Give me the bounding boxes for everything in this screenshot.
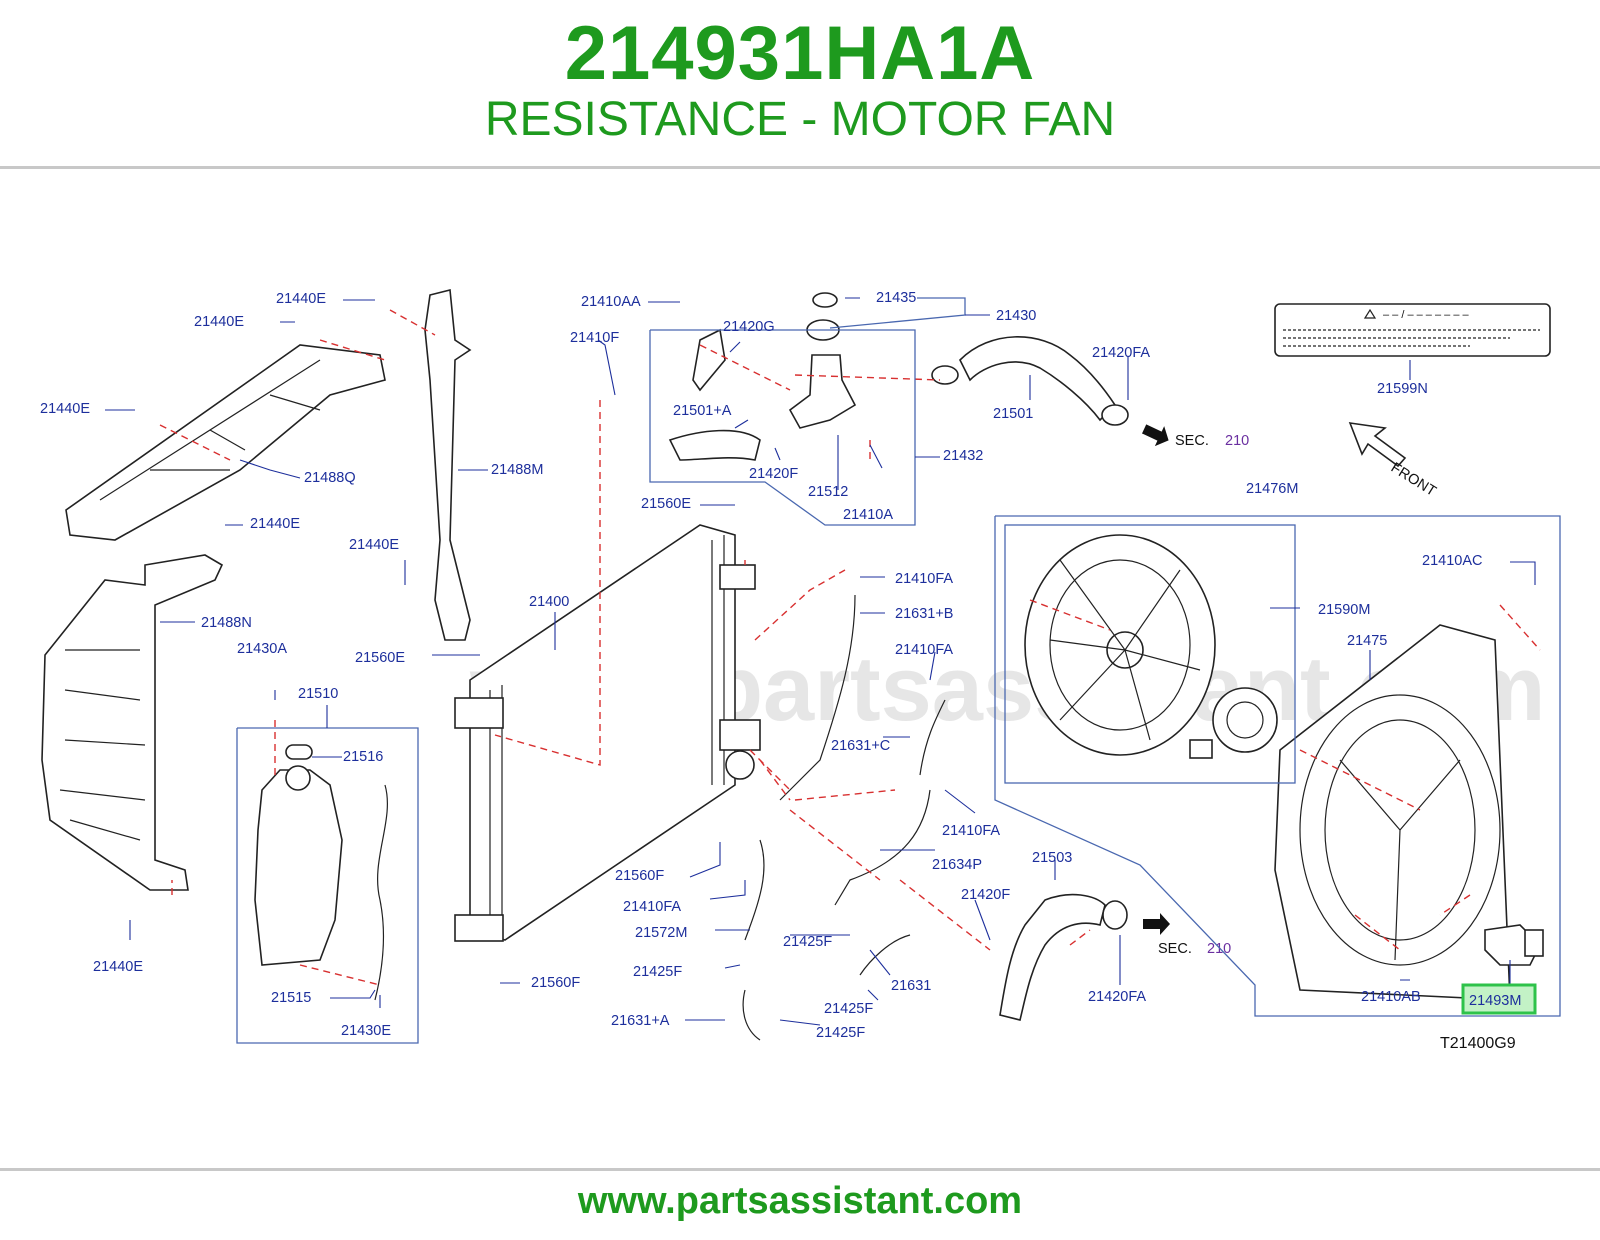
page-header: 214931HA1A RESISTANCE - MOTOR FAN bbox=[0, 0, 1600, 168]
label-21410FA-a: 21410FA bbox=[895, 571, 953, 587]
part-number-title: 214931HA1A bbox=[564, 11, 1036, 96]
label-21400: 21400 bbox=[529, 594, 569, 610]
label-21516: 21516 bbox=[343, 749, 383, 765]
label-21410F: 21410F bbox=[570, 330, 619, 346]
group-boxes bbox=[236, 297, 1561, 1044]
label-21420FA-a: 21420FA bbox=[1092, 345, 1150, 361]
label-21488N: 21488N bbox=[201, 615, 252, 631]
label-21425F-d: 21425F bbox=[824, 1001, 873, 1017]
assembly-dash-lines bbox=[159, 309, 1541, 986]
label-21410AB: 21410AB bbox=[1361, 989, 1421, 1005]
reservoir-tank-21510 bbox=[254, 744, 389, 1001]
part-labels: 21440E 21440E 21440E 21488Q 21440E 21488… bbox=[40, 290, 1537, 1052]
label-21510: 21510 bbox=[298, 686, 338, 702]
leader-lines bbox=[105, 297, 1536, 1026]
caution-placard-21599N: – – / – – – – – – – bbox=[1274, 303, 1551, 357]
label-21430A: 21430A bbox=[237, 641, 287, 657]
label-21634P: 21634P bbox=[932, 857, 982, 873]
svg-text:– – / – – – – – – –: – – / – – – – – – – bbox=[1383, 309, 1470, 321]
label-21435: 21435 bbox=[876, 290, 916, 306]
diagram-code: T21400G9 bbox=[1440, 1035, 1516, 1052]
label-21476M: 21476M bbox=[1246, 481, 1298, 497]
parts-diagram: www.partsassistant.com bbox=[40, 288, 1561, 1052]
label-21410A: 21410A bbox=[843, 507, 893, 523]
label-21430: 21430 bbox=[996, 308, 1036, 324]
label-21440E-d: 21440E bbox=[250, 516, 300, 532]
front-label: FRONT bbox=[1388, 460, 1439, 500]
label-21501A: 21501+A bbox=[673, 403, 732, 419]
label-21493M-highlighted[interactable]: 21493M bbox=[1469, 993, 1521, 1009]
label-21631: 21631 bbox=[891, 978, 931, 994]
sec-label-lower: SEC. bbox=[1158, 941, 1192, 957]
label-21410AC: 21410AC bbox=[1422, 553, 1482, 569]
label-21475: 21475 bbox=[1347, 633, 1387, 649]
label-21440E-b: 21440E bbox=[194, 314, 244, 330]
label-21631B: 21631+B bbox=[895, 606, 953, 622]
label-21440E-c: 21440E bbox=[40, 401, 90, 417]
fan-blade-21590M bbox=[1024, 534, 1216, 756]
lower-hose-21503 bbox=[999, 893, 1128, 1021]
label-21560F-b: 21560F bbox=[531, 975, 580, 991]
label-21560F-a: 21560F bbox=[615, 868, 664, 884]
label-21488M: 21488M bbox=[491, 462, 543, 478]
label-21503: 21503 bbox=[1032, 850, 1072, 866]
footer-divider bbox=[0, 1168, 1600, 1171]
label-21432: 21432 bbox=[943, 448, 983, 464]
label-21599N: 21599N bbox=[1377, 381, 1428, 397]
label-21410FA-d: 21410FA bbox=[623, 899, 681, 915]
label-21590M: 21590M bbox=[1318, 602, 1370, 618]
label-21512: 21512 bbox=[808, 484, 848, 500]
sec-number-upper: 210 bbox=[1225, 433, 1249, 449]
upper-hose-21501 bbox=[931, 336, 1129, 426]
label-21572M: 21572M bbox=[635, 925, 687, 941]
label-21425F-b: 21425F bbox=[633, 964, 682, 980]
highlight-box-21493M[interactable] bbox=[1461, 983, 1537, 1015]
sec-arrow-lower-icon: SEC. 210 bbox=[1143, 913, 1231, 957]
radiator-21400 bbox=[454, 524, 761, 942]
part-name-subtitle: RESISTANCE - MOTOR FAN bbox=[484, 93, 1116, 146]
label-21420F-b: 21420F bbox=[961, 887, 1010, 903]
coolant-hoses bbox=[742, 594, 946, 1041]
label-21410AA: 21410AA bbox=[581, 294, 641, 310]
air-guide-lower-21488N bbox=[41, 554, 224, 891]
label-21631C: 21631+C bbox=[831, 738, 890, 754]
sec-number-lower: 210 bbox=[1207, 941, 1231, 957]
label-21560E-b: 21560E bbox=[641, 496, 691, 512]
front-arrow-icon: FRONT bbox=[1348, 422, 1439, 500]
label-21515: 21515 bbox=[271, 990, 311, 1006]
label-21440E-e: 21440E bbox=[93, 959, 143, 975]
label-21560E-a: 21560E bbox=[355, 650, 405, 666]
label-21410FA-c: 21410FA bbox=[942, 823, 1000, 839]
label-21488Q: 21488Q bbox=[304, 470, 356, 486]
label-21631A: 21631+A bbox=[611, 1013, 670, 1029]
sec-label-upper: SEC. bbox=[1175, 433, 1209, 449]
water-outlet-21512 bbox=[668, 292, 857, 461]
resistor-21493M bbox=[1484, 924, 1544, 966]
label-21425F-a: 21425F bbox=[783, 934, 832, 950]
label-21430E: 21430E bbox=[341, 1023, 391, 1039]
label-21410FA-b: 21410FA bbox=[895, 642, 953, 658]
label-21440E-a: 21440E bbox=[276, 291, 326, 307]
sec-arrow-upper-icon: SEC. 210 bbox=[1142, 424, 1249, 449]
label-21440E-f: 21440E bbox=[349, 537, 399, 553]
label-21420G: 21420G bbox=[723, 319, 775, 335]
label-21501: 21501 bbox=[993, 406, 1033, 422]
label-21420FA-b: 21420FA bbox=[1088, 989, 1146, 1005]
label-21420F-a: 21420F bbox=[749, 466, 798, 482]
fan-motor bbox=[1189, 687, 1278, 759]
header-divider bbox=[0, 166, 1600, 169]
radiator-side-bracket-21488M bbox=[424, 288, 472, 641]
footer-url-link[interactable]: www.partsassistant.com bbox=[577, 1180, 1023, 1222]
air-guide-upper-21488Q bbox=[65, 344, 386, 541]
label-21425F-c: 21425F bbox=[816, 1025, 865, 1041]
